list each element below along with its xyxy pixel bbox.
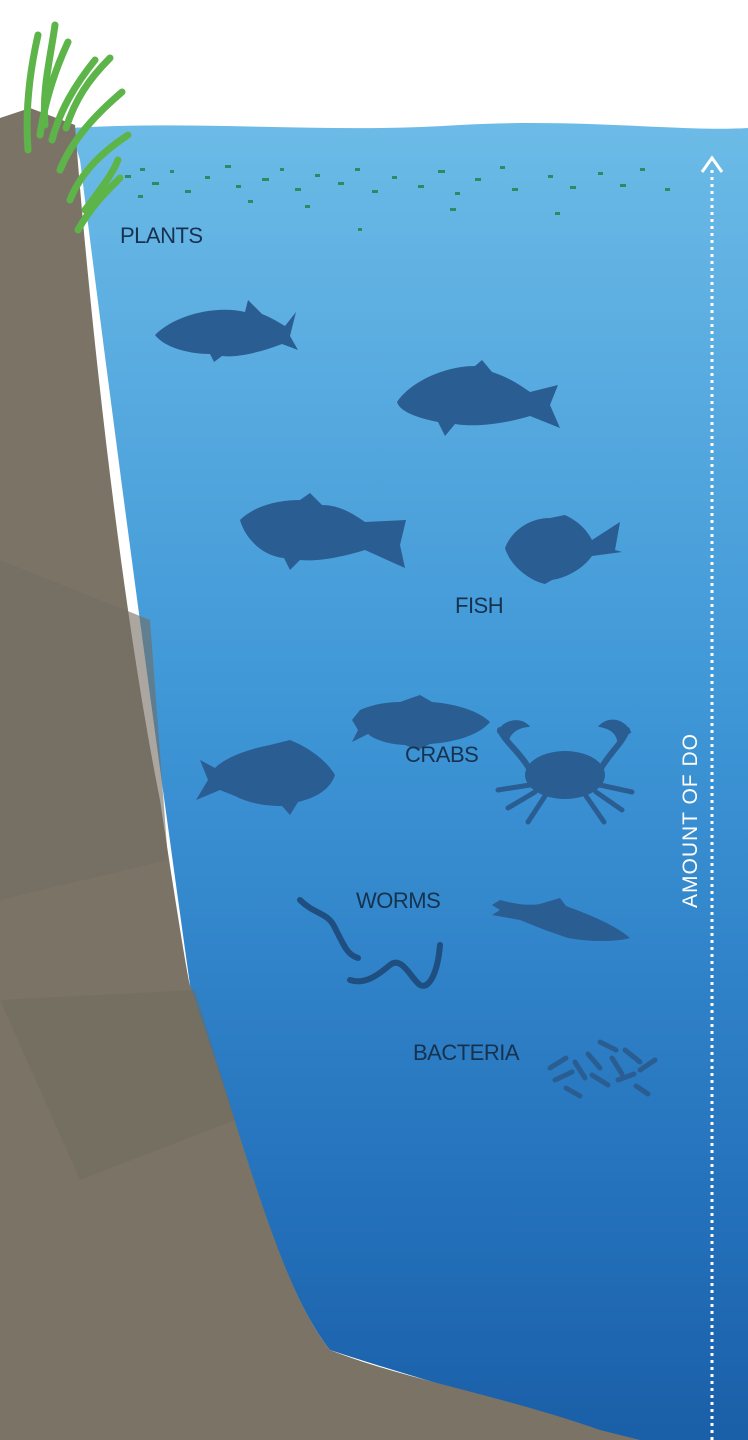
axis-label-amount-of-do: AMOUNT OF DO: [679, 733, 702, 908]
label-plants: PLANTS: [120, 223, 203, 248]
label-bacteria: BACTERIA: [413, 1040, 520, 1065]
label-crabs: CRABS: [405, 742, 478, 767]
label-worms: WORMS: [356, 888, 440, 913]
label-fish: FISH: [455, 593, 503, 618]
